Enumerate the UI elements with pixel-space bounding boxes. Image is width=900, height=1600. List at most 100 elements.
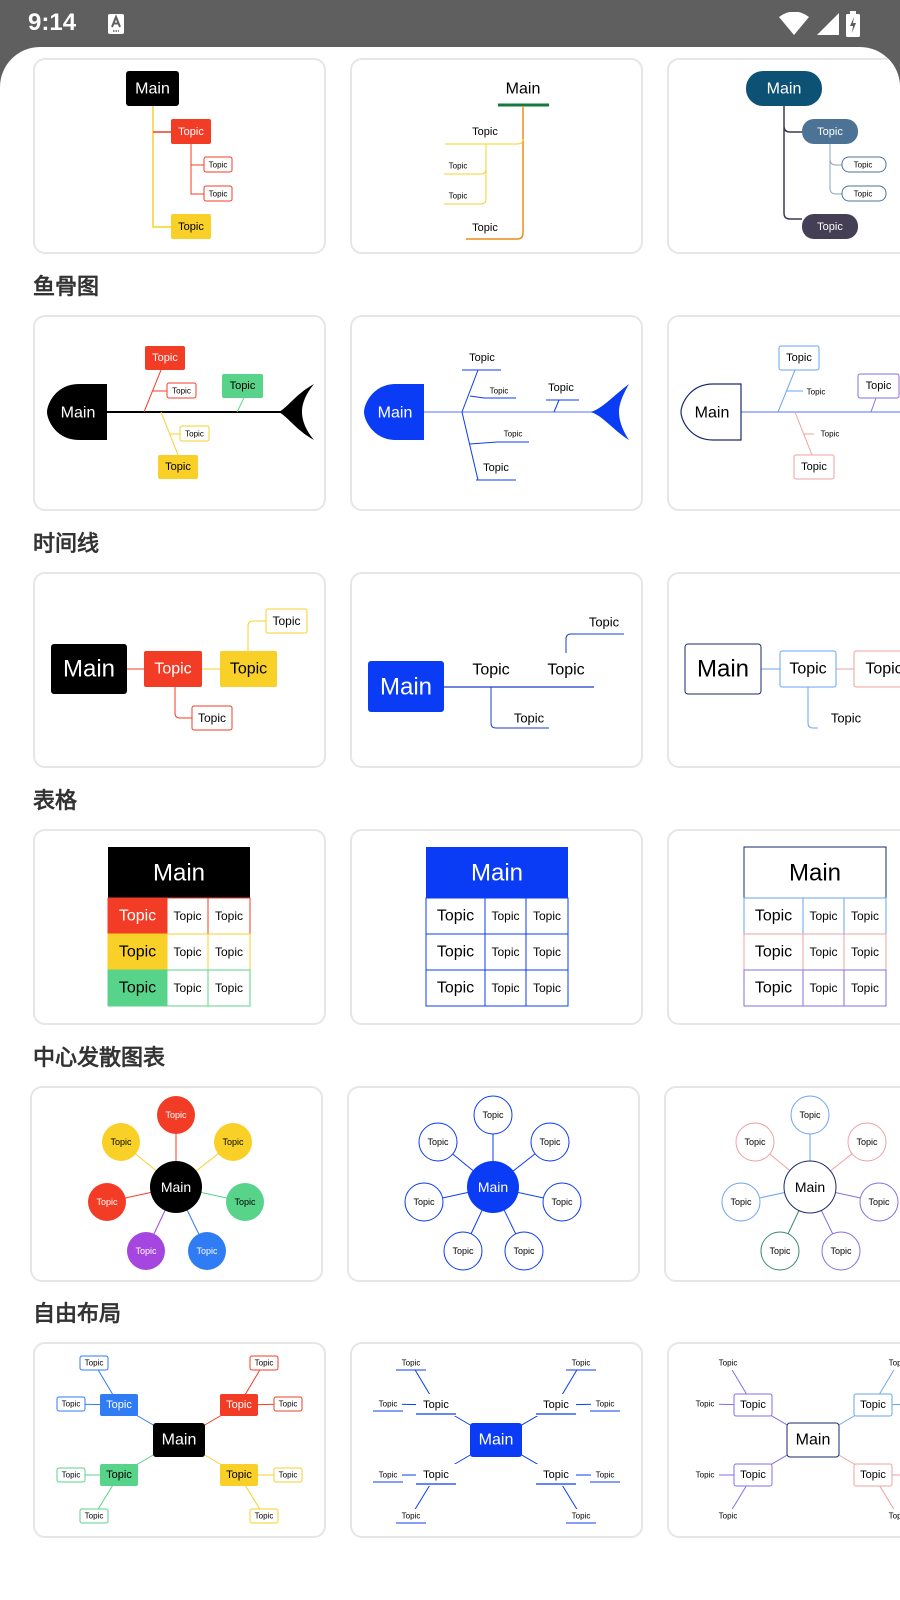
node-shape: [107, 897, 168, 935]
node-label: Topic: [255, 1512, 274, 1521]
node-shape: [249, 1355, 279, 1371]
node-shape: [364, 384, 424, 440]
node-shape: [56, 1396, 86, 1412]
node-shape: [484, 933, 527, 971]
connector-line: [565, 633, 624, 653]
node-shape: [504, 1231, 544, 1271]
node-shape: [793, 454, 835, 480]
template-card-free-c[interactable]: MainTopicTopicTopicTopicTopicTopicTopicT…: [667, 1342, 900, 1538]
status-time: 9:14: [28, 9, 77, 36]
node-shape: [853, 1463, 893, 1487]
template-preview: MainTopicTopicTopicTopicTopicTopicTopicT…: [691, 1356, 900, 1523]
node-shape: [467, 1161, 519, 1213]
connector-line: [160, 411, 180, 456]
node-label: Topic: [491, 981, 519, 995]
node-label: Topic: [469, 352, 495, 364]
node-label: Topic: [831, 711, 862, 726]
node-label: Topic: [215, 981, 243, 995]
node-shape: [418, 1122, 458, 1162]
node-label: Topic: [119, 908, 156, 925]
node-label: Topic: [437, 944, 474, 961]
connector-line: [870, 397, 877, 413]
node-shape: [473, 1095, 513, 1135]
node-label: Topic: [572, 1512, 591, 1521]
node-shape: [279, 384, 314, 440]
node-label: Main: [697, 656, 749, 683]
node-label: Topic: [589, 615, 620, 630]
node-label: Topic: [547, 662, 584, 679]
section-heading: 中心发散图表: [33, 1046, 166, 1071]
node-label: Topic: [230, 661, 267, 678]
connector-line: [546, 399, 579, 413]
node-label: Topic: [889, 1359, 900, 1368]
node-shape: [188, 1232, 226, 1270]
node-shape: [273, 1396, 303, 1412]
node-label: Topic: [696, 1471, 715, 1480]
status-bar: 9:14: [0, 0, 900, 47]
connector-line: [152, 106, 171, 228]
node-label: Topic: [482, 1110, 504, 1120]
node-label: Topic: [472, 662, 509, 679]
signal-icon: [817, 13, 839, 35]
node-shape: [680, 383, 742, 441]
node-label: Topic: [423, 1469, 449, 1481]
node-shape: [536, 1394, 576, 1416]
node-label: Topic: [215, 909, 243, 923]
node-label: Main: [471, 860, 523, 887]
node-shape: [783, 1160, 837, 1214]
node-label: Topic: [173, 945, 201, 959]
node-label: Topic: [106, 1399, 132, 1411]
node-shape: [790, 1095, 830, 1135]
node-shape: [470, 1423, 522, 1457]
node-label: Topic: [572, 1359, 591, 1368]
node-shape: [859, 1182, 899, 1222]
node-label: Topic: [539, 1137, 561, 1147]
node-label: Topic: [178, 221, 204, 233]
node-shape: [778, 345, 820, 371]
connector-line: [466, 106, 524, 240]
node-label: Topic: [821, 430, 840, 439]
node-shape: [843, 969, 887, 1007]
node-label: Topic: [427, 1137, 449, 1147]
node-label: Main: [378, 405, 413, 422]
node-shape: [191, 705, 233, 731]
connector-line: [461, 369, 516, 413]
node-label: Topic: [119, 980, 156, 997]
node-shape: [404, 1182, 444, 1222]
node-label: Topic: [215, 945, 243, 959]
node-label: Topic: [279, 1471, 298, 1480]
node-label: Topic: [740, 1469, 766, 1481]
node-label: Topic: [860, 1399, 886, 1411]
node-label: Topic: [755, 944, 792, 961]
node-label: Topic: [533, 909, 561, 923]
section-heading: 鱼骨图: [33, 275, 100, 300]
node-shape: [368, 661, 444, 712]
node-shape: [416, 1394, 456, 1416]
node-shape: [397, 1509, 425, 1523]
node-shape: [150, 1161, 202, 1213]
node-shape: [79, 1508, 109, 1524]
node-label: Topic: [854, 161, 873, 170]
